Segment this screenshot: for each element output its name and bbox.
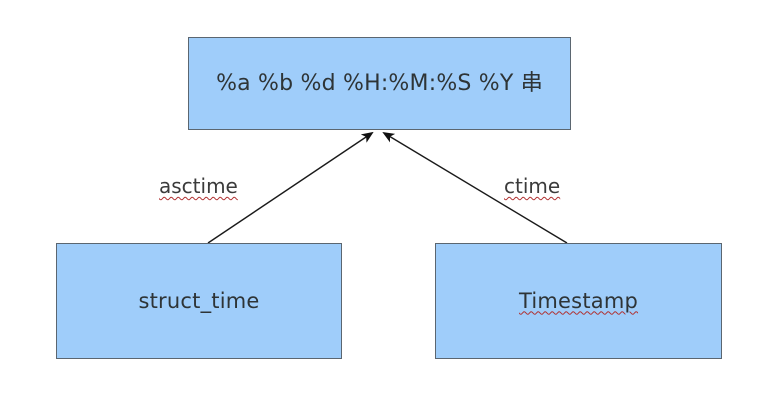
node-timestamp-label: Timestamp bbox=[518, 288, 639, 313]
node-format-string-label: %a %b %d %H:%M:%S %Y 串 bbox=[216, 70, 543, 96]
edge-label-asctime: asctime bbox=[159, 174, 238, 198]
node-struct-time[interactable]: struct_time bbox=[56, 243, 342, 359]
node-format-string[interactable]: %a %b %d %H:%M:%S %Y 串 bbox=[188, 37, 571, 130]
node-struct-time-label: struct_time bbox=[138, 288, 260, 313]
edge-label-ctime: ctime bbox=[504, 174, 561, 198]
node-timestamp[interactable]: Timestamp bbox=[435, 243, 722, 359]
